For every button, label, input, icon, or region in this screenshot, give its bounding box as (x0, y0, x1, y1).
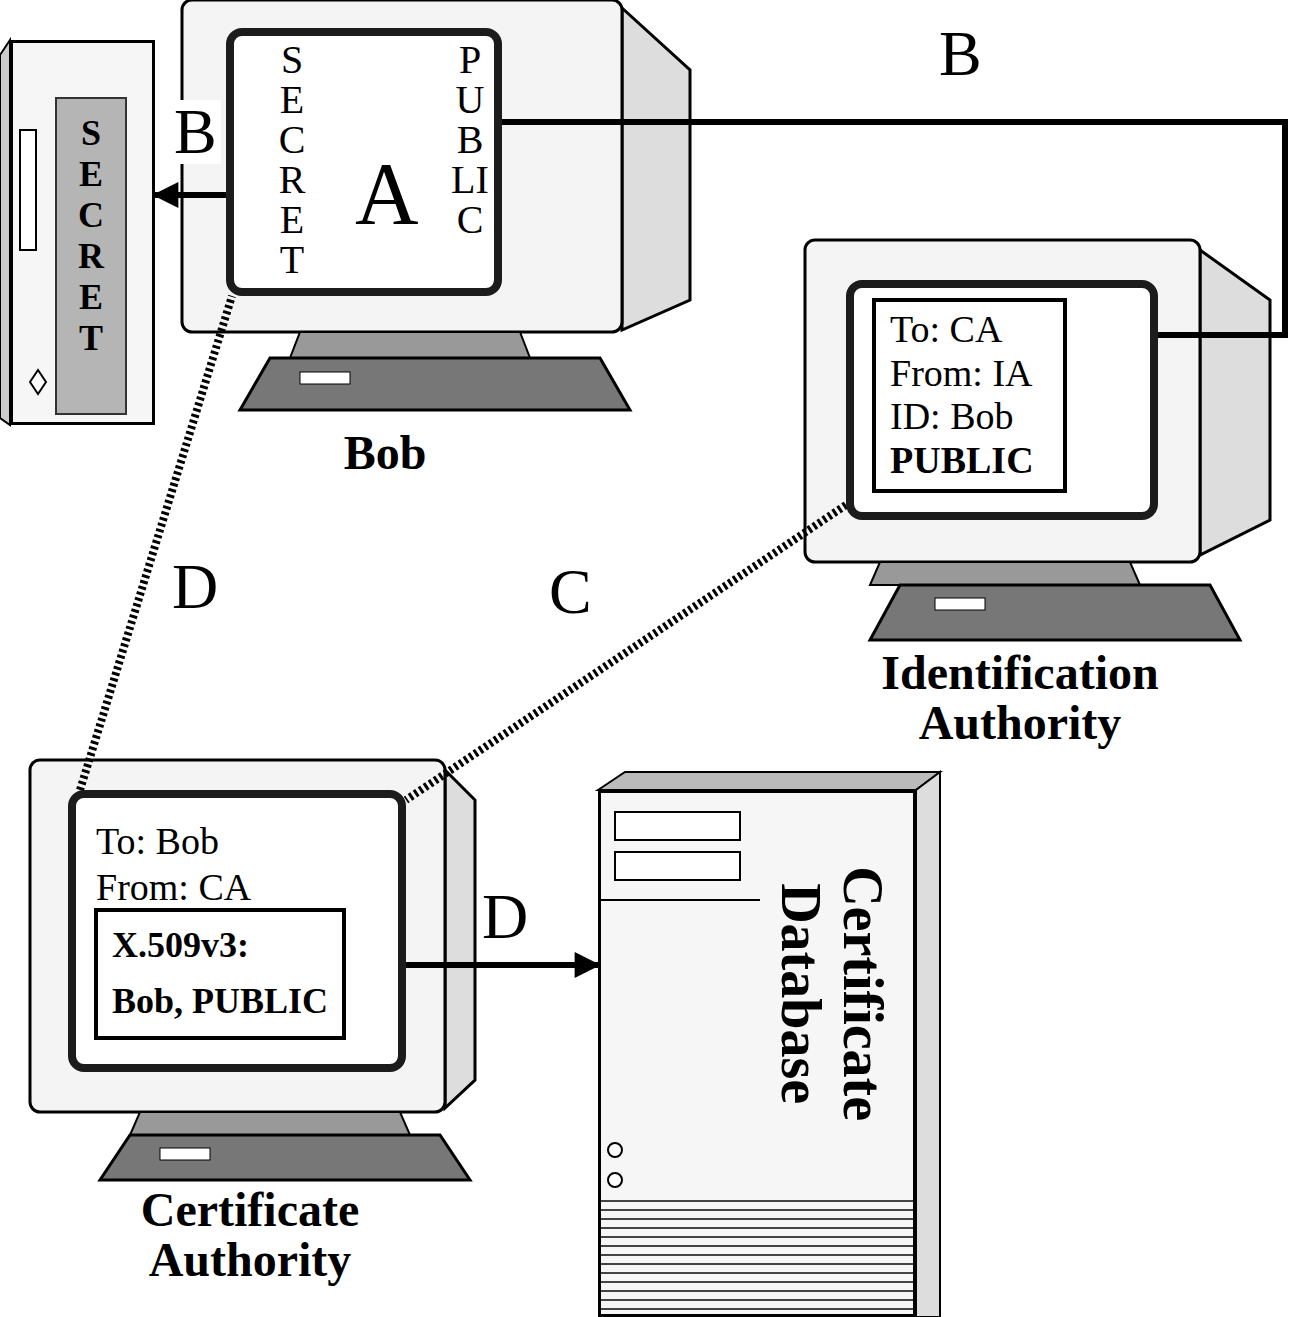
drawing-part (916, 772, 940, 1317)
stored-key-text: SECRET (73, 113, 109, 359)
ca-monitor (30, 760, 475, 1180)
drawing-part (290, 332, 530, 358)
message-line: PUBLIC (890, 439, 1049, 483)
drawing-part (598, 790, 916, 1317)
drawing-part (805, 240, 1200, 562)
drawing-part (300, 372, 350, 384)
drawing-part (615, 852, 740, 880)
drawing-part (615, 812, 740, 840)
drawing-part (1200, 250, 1270, 555)
drawing-part (30, 760, 445, 1112)
message-line: From: CA (96, 866, 251, 910)
message-line: ID: Bob (890, 395, 1049, 439)
database-server: Certificate Database (598, 790, 916, 1317)
drawing-part (870, 562, 1140, 585)
computer-screen: To: BobFrom: CACertificate AuthorityX.50… (68, 790, 406, 1072)
drawing-part (130, 1112, 410, 1135)
connector-label: D (478, 885, 532, 949)
drawing-part (601, 1200, 913, 1317)
drawing-part (100, 1135, 470, 1180)
drawing-part (240, 358, 630, 410)
drawing-part (160, 1148, 210, 1160)
drawing-part (445, 770, 475, 1108)
connector (80, 296, 232, 790)
drawing-part (608, 1143, 622, 1157)
computer-screen: Identification AuthorityTo: CAFrom: IAID… (846, 280, 1158, 520)
message-line: To: Bob (96, 820, 219, 864)
computer-name: Certificate Authority (100, 1185, 400, 1286)
certificate-box: X.509v3:Bob, PUBLIC (94, 908, 346, 1040)
screen-key-text: PUBLIC (450, 40, 490, 240)
drawing-part (622, 8, 690, 330)
computer-screen: SECRETAPUBLICBob (226, 28, 502, 296)
bob-monitor (182, 0, 690, 410)
database-server (598, 772, 940, 1317)
drawing-part (870, 585, 1240, 640)
drawing-part (182, 0, 622, 332)
drawing-part (10, 40, 155, 425)
connector-label: C (545, 560, 596, 624)
connector-label: B (170, 100, 221, 164)
certificate-line: X.509v3: (112, 918, 328, 974)
drawing-part (608, 1173, 622, 1187)
bob-disk-case (0, 40, 155, 425)
drawing-part (0, 40, 10, 425)
drawing-part (598, 772, 940, 790)
connector-label: D (168, 555, 222, 619)
message-box: To: CAFrom: IAID: BobPUBLIC (872, 298, 1067, 493)
server-name: Certificate Database (769, 814, 892, 1174)
drawing-part (30, 370, 46, 394)
computer-name: Bob (325, 428, 445, 478)
message-line: To: CA (890, 308, 1049, 352)
screen-letter: A (355, 150, 419, 238)
drawing-part (20, 130, 36, 250)
drawing-part (56, 98, 126, 414)
drawing-part (935, 598, 985, 610)
drawing-part (598, 899, 760, 901)
certificate-line: Bob, PUBLIC (112, 974, 328, 1030)
disk-drive-case: SECRET (10, 40, 155, 425)
ia-monitor (805, 240, 1270, 640)
computer-name: Identification Authority (855, 648, 1185, 749)
connector (155, 192, 226, 198)
screen-key-text: SECRET (272, 40, 312, 280)
connector (406, 505, 846, 800)
connector-label: B (935, 22, 986, 86)
message-line: From: IA (890, 352, 1049, 396)
